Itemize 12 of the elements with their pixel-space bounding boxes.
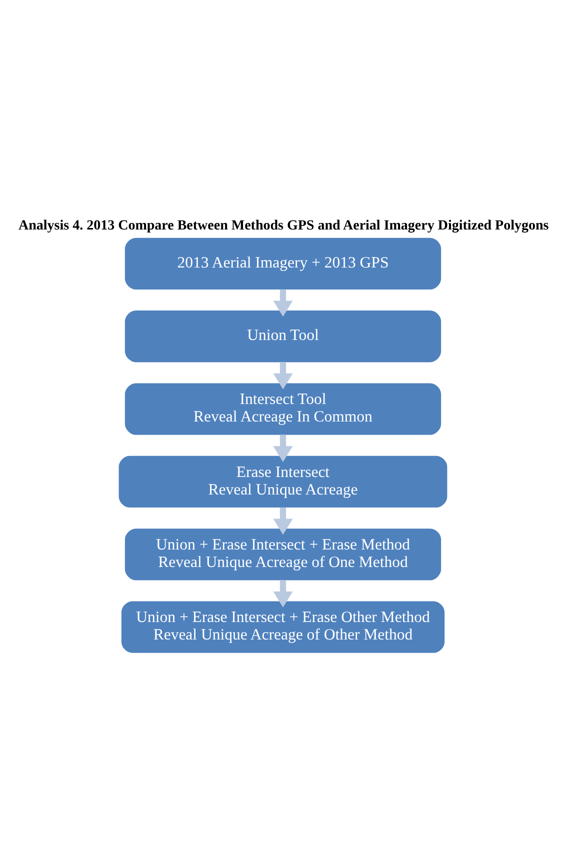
arrow <box>273 580 293 607</box>
node-box: Union + Erase Intersect + Erase Method Reveal Unique Acreage of One Method <box>124 528 442 580</box>
node-box: 2013 Aerial Imagery + 2013 GPS <box>124 237 442 289</box>
arrow <box>273 362 293 389</box>
node-box: Erase Intersect Reveal Unique Acreage <box>118 455 448 508</box>
diagram-title: Analysis 4. 2013 Compare Between Methods GPS and Aerial Imagery Digitized Polygons <box>18 218 549 233</box>
arrow <box>273 288 293 316</box>
arrow <box>273 434 293 462</box>
node-box: Union Tool <box>124 310 442 362</box>
node-box: Union + Erase Intersect + Erase Other Method Reveal Unique Acreage of Other Method <box>121 600 445 652</box>
node-box: Intersect Tool Reveal Acreage In Common <box>124 382 442 434</box>
arrow <box>273 506 293 534</box>
